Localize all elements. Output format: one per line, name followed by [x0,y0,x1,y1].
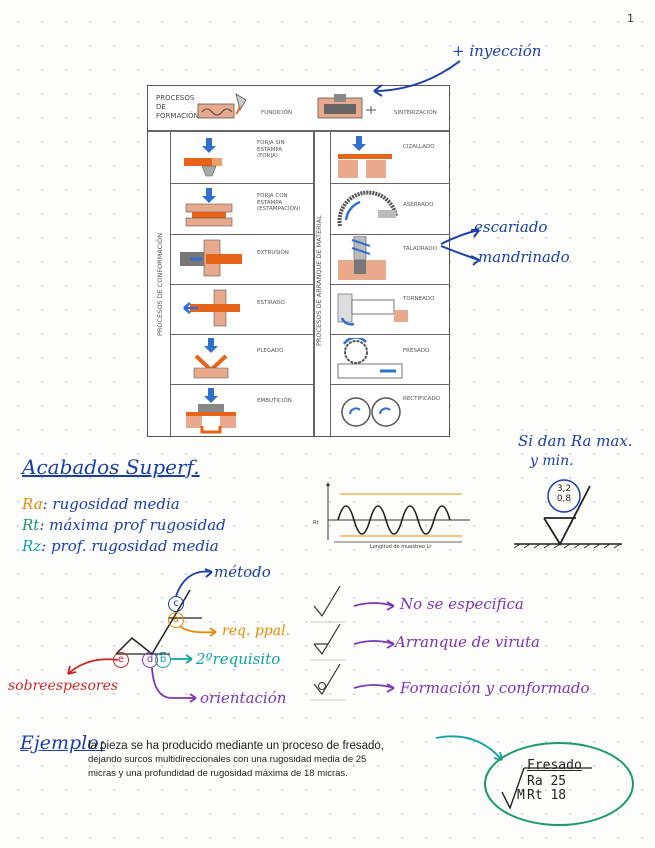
symbol-arrows [67,568,217,703]
row-sep [170,183,313,184]
sintering-icon [317,94,376,119]
inyeccion-note: + inyección [452,42,542,60]
symbol-a-marker: a [168,612,184,628]
roughness-profile-graph [326,482,470,543]
ejemplo-symbol [501,767,592,810]
ra-definition: Ra: rugosidad media [22,495,180,513]
page-number: 1 [627,12,634,25]
left-section-label: PROCESOS DE CONFORMACIÓN [156,232,164,336]
basic-symbol-arrows [353,601,395,693]
forja-con-icon [185,188,233,227]
process-table: PROCESOS DE FORMACIÓN FUNDICIÓN SINTERIZ… [147,85,450,437]
row-sep [330,384,450,385]
table-header-title: PROCESOS DE FORMACIÓN [156,94,199,120]
estirado-icon [183,289,240,327]
formacion-note: Formación y conformado [400,679,590,697]
mandrinado-note: mandrinado [478,248,570,266]
casting-icon [197,93,247,119]
rt-definition: Rt: máxima prof rugosidad [22,516,226,534]
estirado-label: ESTIRADO [257,300,285,306]
taladrado-icon [338,236,386,280]
row-sep [330,234,450,235]
plegado-icon [193,338,229,379]
fundicion-label: FUNDICIÓN [261,110,293,116]
symbol-c-marker: c [168,596,184,612]
segundo-requisito-note: 2ºrequisito [196,650,281,668]
sinterizacion-label: SINTERIZACIÓN [394,110,437,116]
aserrado-label: ASERRADO [403,202,434,208]
embuticion-icon [186,388,236,434]
cizallado-label: CIZALLADO [403,144,435,150]
embuticion-label: EMBUTICIÓN [257,398,292,404]
row-sep [170,334,313,335]
escariado-note: escariado [474,218,548,236]
ra-max-min-symbol [514,479,622,549]
left-section-divider [170,130,171,436]
acabados-title: Acabados Superf. [22,455,200,479]
fresado-icon [337,338,403,379]
forja-sin-icon [184,138,222,177]
extrusion-label: EXTRUSIÓN [257,250,289,256]
aserrado-icon [337,190,398,227]
cizallado-icon [338,136,392,178]
extrusion-icon [180,239,242,277]
si-dan-note: Si dan Ra max. [518,432,633,450]
y-min-note: y min. [530,453,574,469]
center-divider [313,130,315,436]
row-sep [330,334,450,335]
inyeccion-arrow [373,60,461,97]
torneado-label: TORNEADO [403,296,435,302]
orientacion-note: orientación [200,689,287,707]
ejemplo-method: Fresado [527,758,582,773]
rz-definition: Rz: prof. rugosidad media [22,537,219,555]
right-section-divider [330,130,331,436]
plegado-label: PLEGADO [257,348,284,354]
graph-xlabel: Longitud de muestreo Lr [370,544,432,550]
arranque-note: Arranque de viruta [395,633,541,651]
fresado-label: FRESADO [403,348,430,354]
row-sep [330,284,450,285]
row-sep [170,384,313,385]
rectificado-icon [341,397,401,427]
metodo-note: método [214,563,271,581]
basic-symbols [310,585,346,701]
ejemplo-label: Ejemplo: [20,732,106,754]
row-sep [170,284,313,285]
symbol-b-marker: b [155,652,171,668]
taladrado-label: TALADRADO [403,246,437,252]
no-especifica-note: No se especifica [400,595,524,613]
rectificado-label: RECTIFICADO [403,396,441,402]
row-sep [170,234,313,235]
header-divider [148,130,449,132]
torneado-icon [337,293,408,326]
row-sep [330,183,450,184]
graph-ylabel: Rt [313,520,319,526]
sobreespesores-note: sobreespesores [8,678,119,694]
req-ppal-note: req. ppal. [222,623,291,639]
right-section-label: PROCESOS DE ARRANQUE DE MATERIAL [315,215,323,346]
ejemplo-text: la pieza se ha producido mediante un pro… [88,740,385,779]
ejemplo-highlight-ellipse [484,742,634,826]
taladrado-arrows [440,229,480,266]
